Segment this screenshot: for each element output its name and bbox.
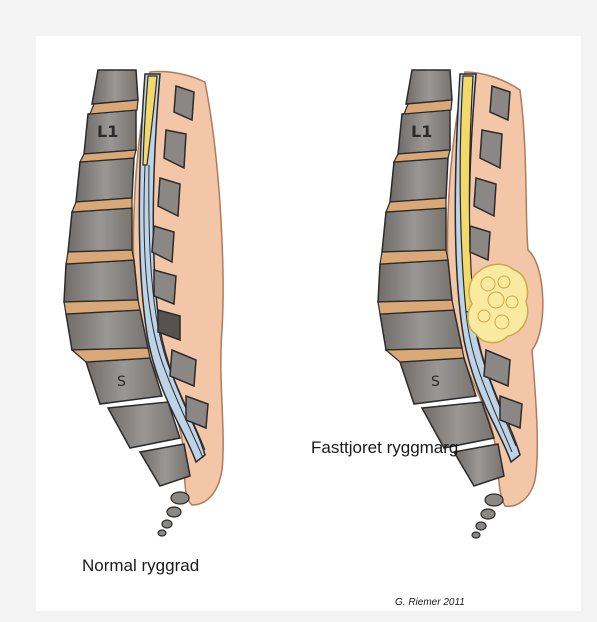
tethered-l1-mark: L1 bbox=[411, 122, 432, 141]
tethered-cord-caption: Fasttjoret ryggmarg bbox=[311, 438, 458, 458]
lipoma bbox=[468, 264, 528, 342]
tethered-spine: L1 S bbox=[378, 70, 543, 538]
tethered-coccyx bbox=[472, 494, 503, 538]
normal-coccyx bbox=[158, 492, 189, 536]
normal-sacral-mark: S bbox=[117, 374, 126, 390]
tethered-sacral-mark: S bbox=[431, 374, 440, 390]
normal-spine: L1 S bbox=[64, 70, 223, 536]
artist-credit: G. Riemer 2011 bbox=[395, 597, 465, 608]
normal-spine-caption: Normal ryggrad bbox=[82, 556, 199, 576]
normal-l1-mark: L1 bbox=[97, 122, 118, 141]
